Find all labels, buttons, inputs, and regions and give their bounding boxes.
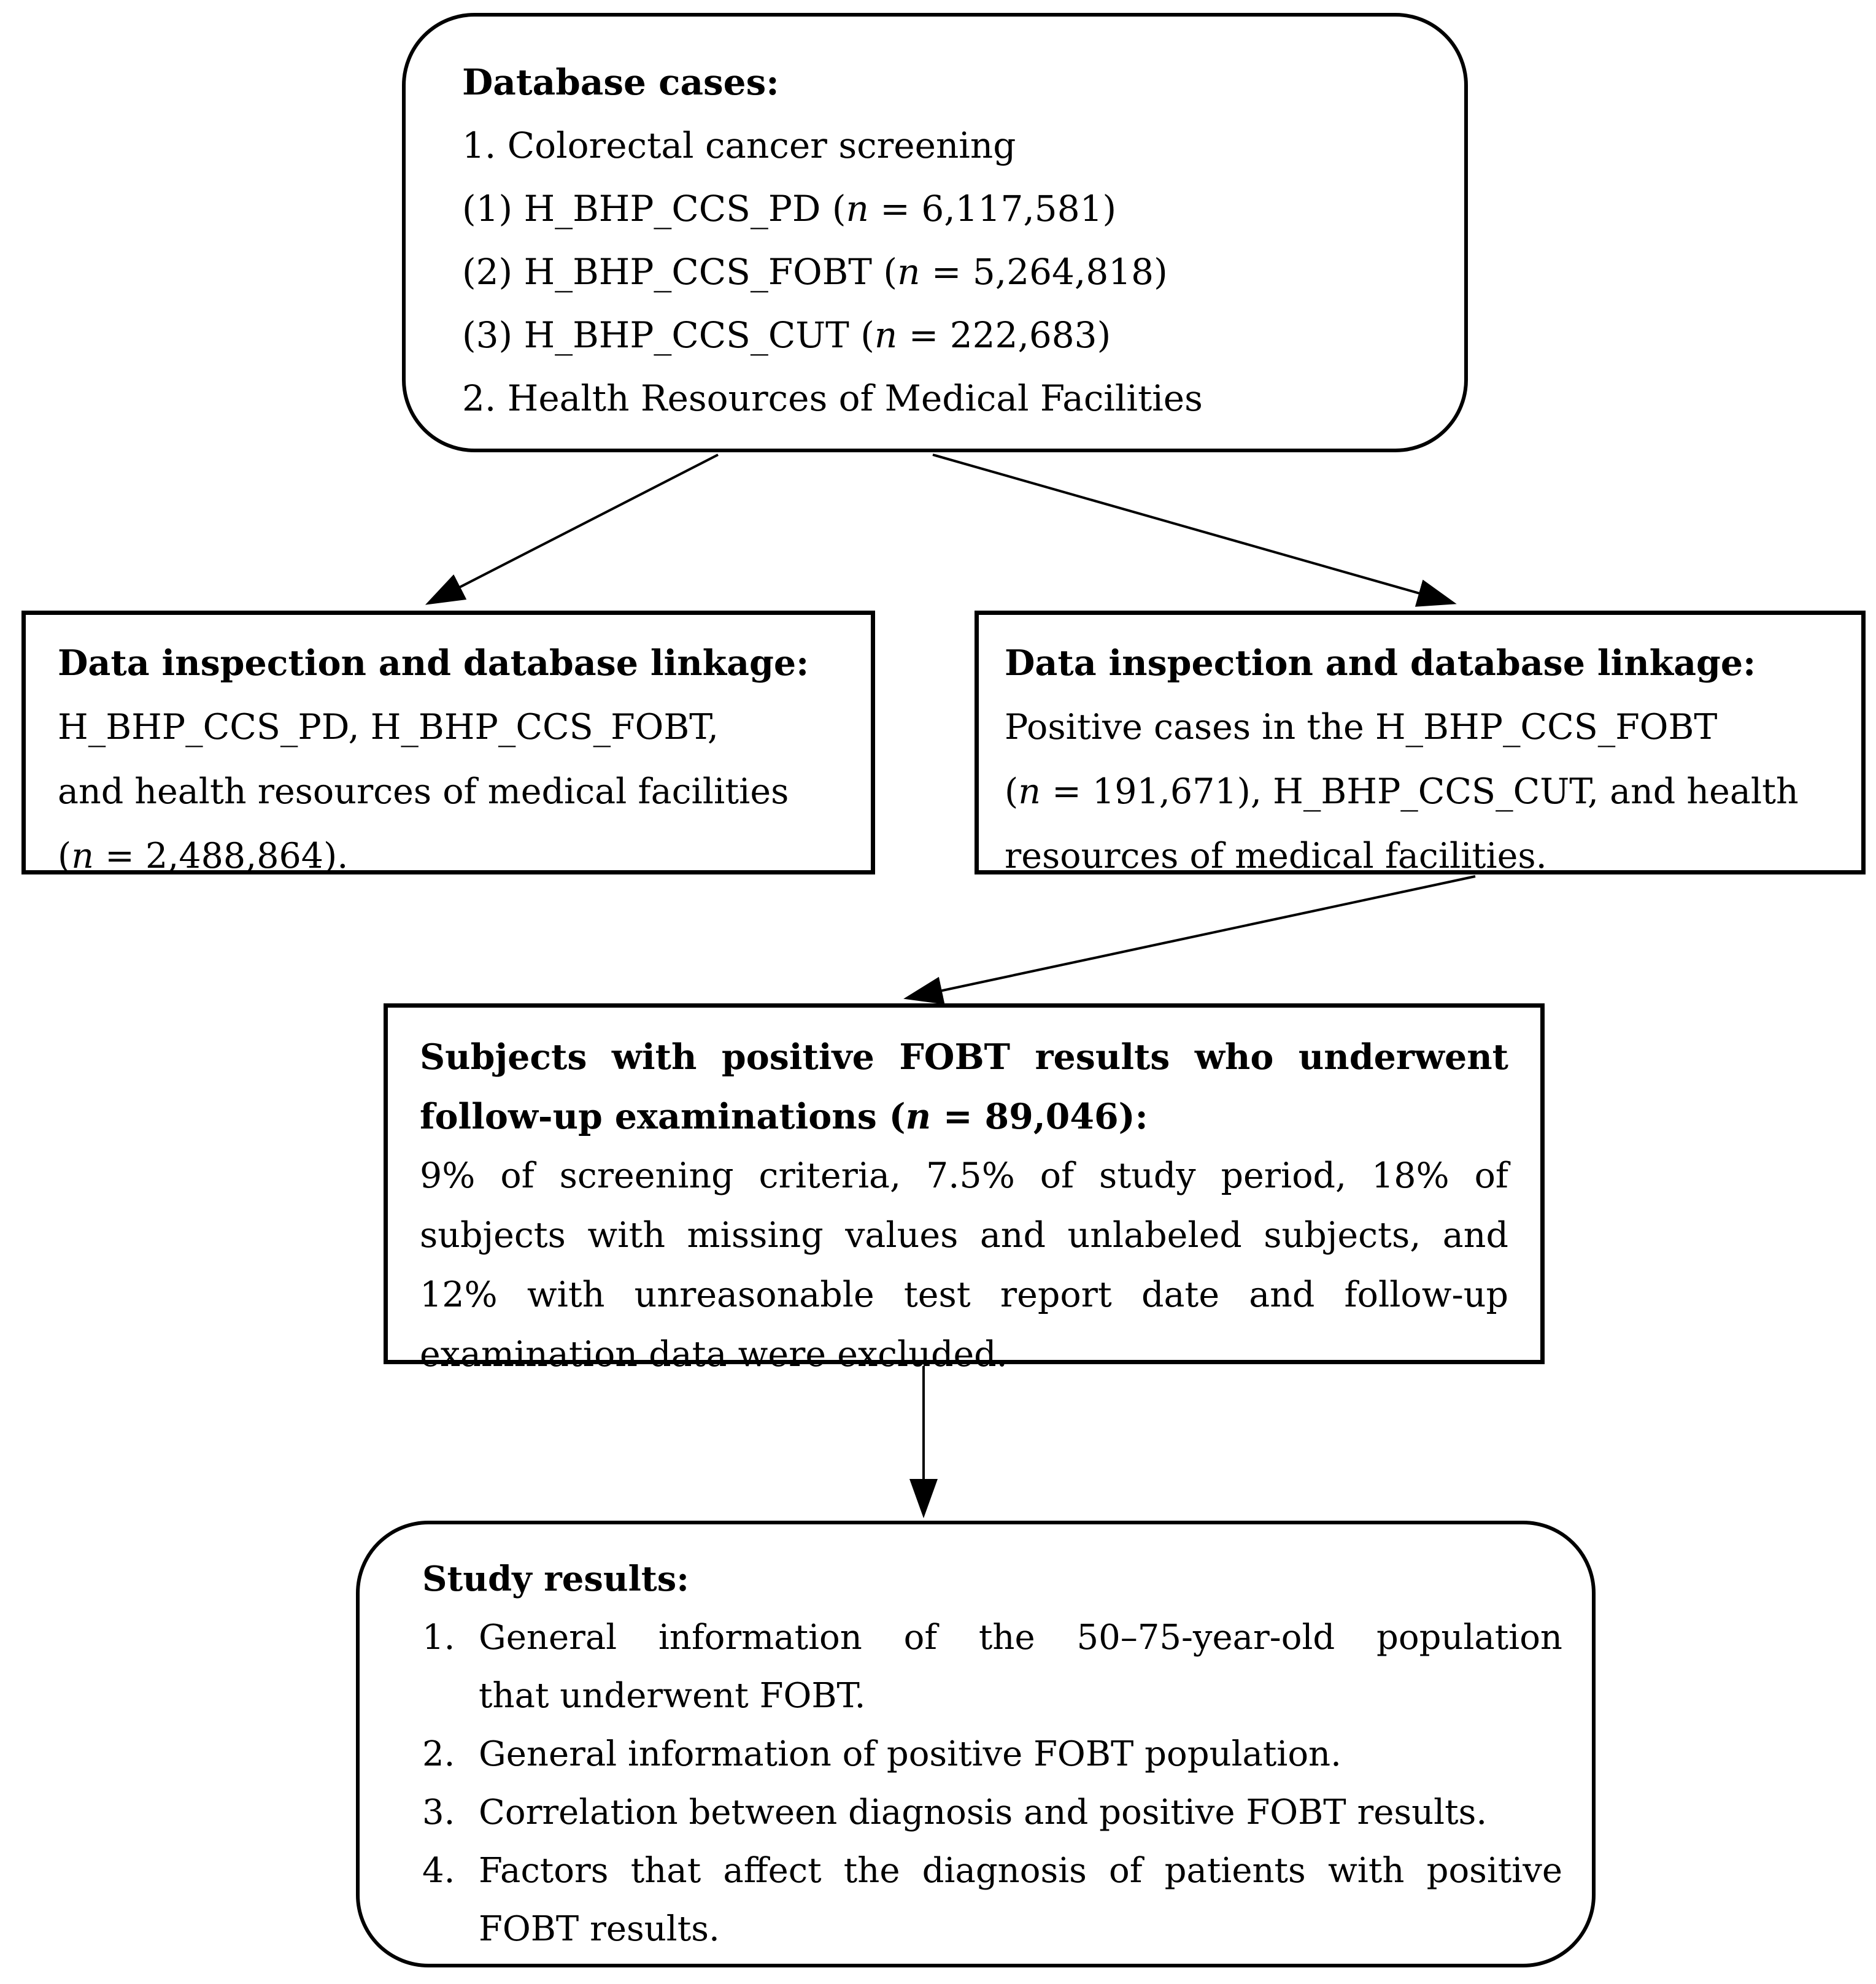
text-line: and health resources of medical faciliti… (58, 771, 789, 812)
list-item-text: Factors that affect the diagnosis of pat… (479, 1842, 1562, 1958)
list-item-number: 3. (422, 1793, 455, 1832)
box-title: Data inspection and database linkage: (58, 643, 809, 684)
text-line: subjects with missing values and unlabel… (420, 1215, 1508, 1256)
box-title: Study results: (422, 1559, 689, 1599)
arrow-top-to-right (932, 454, 1457, 607)
text-line: resources of medical facilities. (1005, 836, 1547, 876)
text-line: (2) H_BHP_CCS_FOBT (n = 5,264,818) (462, 251, 1168, 293)
numbered-list: 1. General information of the 50–75-year-… (422, 1608, 1562, 1958)
arrow-top-to-left (425, 454, 719, 605)
text-line: Correlation between diagnosis and positi… (479, 1793, 1488, 1832)
text-line: that underwent FOBT. (479, 1676, 866, 1716)
text-line: 12% with unreasonable test report date a… (420, 1275, 1508, 1315)
text-line: 2. Health Resources of Medical Facilitie… (462, 377, 1203, 419)
list-item-text: General information of positive FOBT pop… (479, 1725, 1562, 1783)
text-line: H_BHP_CCS_PD, H_BHP_CCS_FOBT, (58, 707, 719, 747)
study-results-box: Study results: 1. General information of … (356, 1521, 1596, 1967)
text-line: Factors that affect the diagnosis of pat… (479, 1851, 1562, 1891)
linkage-right-box: Data inspection and database linkage: Po… (975, 611, 1866, 876)
list-item: 3. Correlation between diagnosis and posi… (422, 1783, 1562, 1842)
box-lines: Positive cases in the H_BHP_CCS_FOBT (n =… (1005, 695, 1837, 889)
linkage-left-box: Data inspection and database linkage: H_… (21, 611, 875, 876)
list-item-number: 2. (422, 1734, 455, 1774)
text-line: (n = 191,671), H_BHP_CCS_CUT, and health (1005, 771, 1799, 812)
list-item-text: General information of the 50–75-year-ol… (479, 1608, 1562, 1725)
text-line: General information of the 50–75-year-ol… (479, 1618, 1562, 1658)
text-line: (1) H_BHP_CCS_PD (n = 6,117,581) (462, 188, 1117, 230)
text-line: FOBT results. (479, 1909, 720, 1949)
text-line: (3) H_BHP_CCS_CUT (n = 222,683) (462, 314, 1111, 356)
text-line: follow-up examinations (n = 89,046): (420, 1096, 1148, 1137)
box-title: Data inspection and database linkage: (1005, 643, 1756, 684)
list-item: 1. General information of the 50–75-year-… (422, 1608, 1562, 1725)
box-lines: H_BHP_CCS_PD, H_BHP_CCS_FOBT,and health … (58, 695, 843, 889)
box-body-lines: 9% of screening criteria, 7.5% of study … (420, 1146, 1508, 1384)
list-item-number: 4. (422, 1851, 455, 1891)
text-line: Positive cases in the H_BHP_CCS_FOBT (1005, 707, 1718, 747)
text-line: 1. Colorectal cancer screening (462, 125, 1016, 166)
list-item-text: Correlation between diagnosis and positi… (479, 1783, 1562, 1842)
text-line: Subjects with positive FOBT results who … (420, 1036, 1508, 1078)
text-line: (n = 2,488,864). (58, 836, 349, 876)
box-lines: 1. Colorectal cancer screening (1) H_BHP_… (462, 114, 1427, 430)
positive-fobt-subjects-box: Subjects with positive FOBT results who … (384, 1003, 1545, 1375)
text-line: General information of positive FOBT pop… (479, 1734, 1341, 1774)
text-line: 9% of screening criteria, 7.5% of study … (420, 1156, 1508, 1196)
list-item-number: 1. (422, 1618, 455, 1658)
list-item: 2. General information of positive FOBT p… (422, 1725, 1562, 1783)
database-cases-box: Database cases: 1. Colorectal cancer scr… (402, 13, 1468, 452)
text-line: examination data were excluded. (420, 1334, 1008, 1375)
arrow-right-to-center (903, 875, 1476, 1005)
list-item: 4. Factors that affect the diagnosis of p… (422, 1842, 1562, 1958)
box-title: Database cases: (462, 61, 779, 103)
box-title-lines: Subjects with positive FOBT results who … (420, 1027, 1508, 1146)
